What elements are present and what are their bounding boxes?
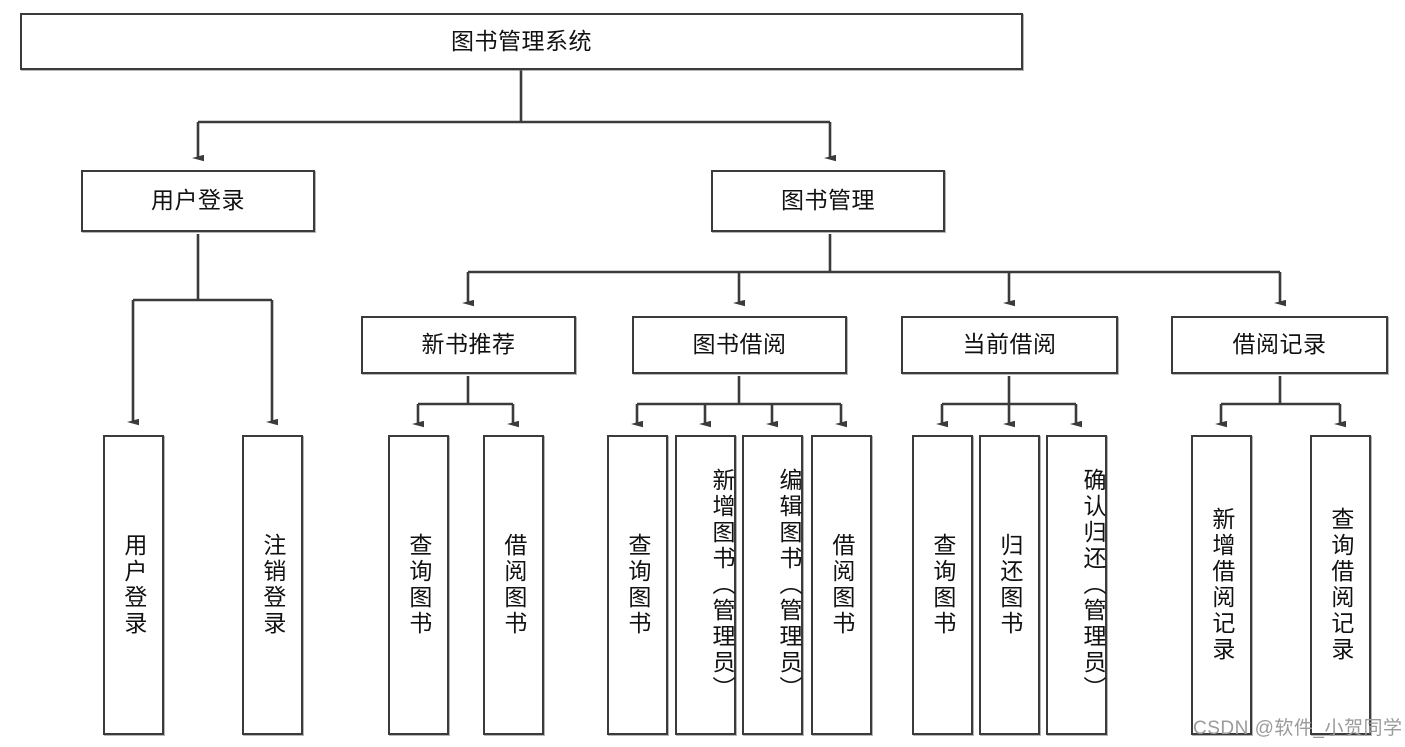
leaf-logout[interactable]: 注销登录 bbox=[242, 435, 303, 735]
node-user-login[interactable]: 用户登录 bbox=[81, 170, 315, 232]
leaf-query-borrow-record[interactable]: 查询借阅记录 bbox=[1310, 435, 1371, 735]
node-current-borrow[interactable]: 当前借阅 bbox=[901, 316, 1118, 374]
leaf-borrow-book[interactable]: 借阅图书 bbox=[811, 435, 872, 735]
leaf-query-book-current[interactable]: 查询图书 bbox=[912, 435, 973, 735]
leaf-return-book[interactable]: 归还图书 bbox=[979, 435, 1040, 735]
leaf-borrow-book-recommend[interactable]: 借阅图书 bbox=[483, 435, 544, 735]
leaf-add-book-admin[interactable]: 新增图书（管理员） bbox=[675, 435, 736, 735]
node-book-borrow[interactable]: 图书借阅 bbox=[632, 316, 847, 374]
node-borrow-record[interactable]: 借阅记录 bbox=[1171, 316, 1388, 374]
leaf-user-login[interactable]: 用户登录 bbox=[103, 435, 164, 735]
csdn-watermark: CSDN @软件_小贺同学 bbox=[1193, 718, 1403, 739]
leaf-edit-book-admin[interactable]: 编辑图书（管理员） bbox=[742, 435, 803, 735]
node-book-management[interactable]: 图书管理 bbox=[711, 170, 945, 232]
node-root-system[interactable]: 图书管理系统 bbox=[20, 13, 1023, 70]
leaf-query-book-borrow[interactable]: 查询图书 bbox=[607, 435, 668, 735]
leaf-add-borrow-record[interactable]: 新增借阅记录 bbox=[1191, 435, 1252, 735]
node-new-book-recommend[interactable]: 新书推荐 bbox=[361, 316, 576, 374]
leaf-confirm-return-admin[interactable]: 确认归还（管理员） bbox=[1046, 435, 1107, 735]
leaf-query-book-recommend[interactable]: 查询图书 bbox=[388, 435, 449, 735]
